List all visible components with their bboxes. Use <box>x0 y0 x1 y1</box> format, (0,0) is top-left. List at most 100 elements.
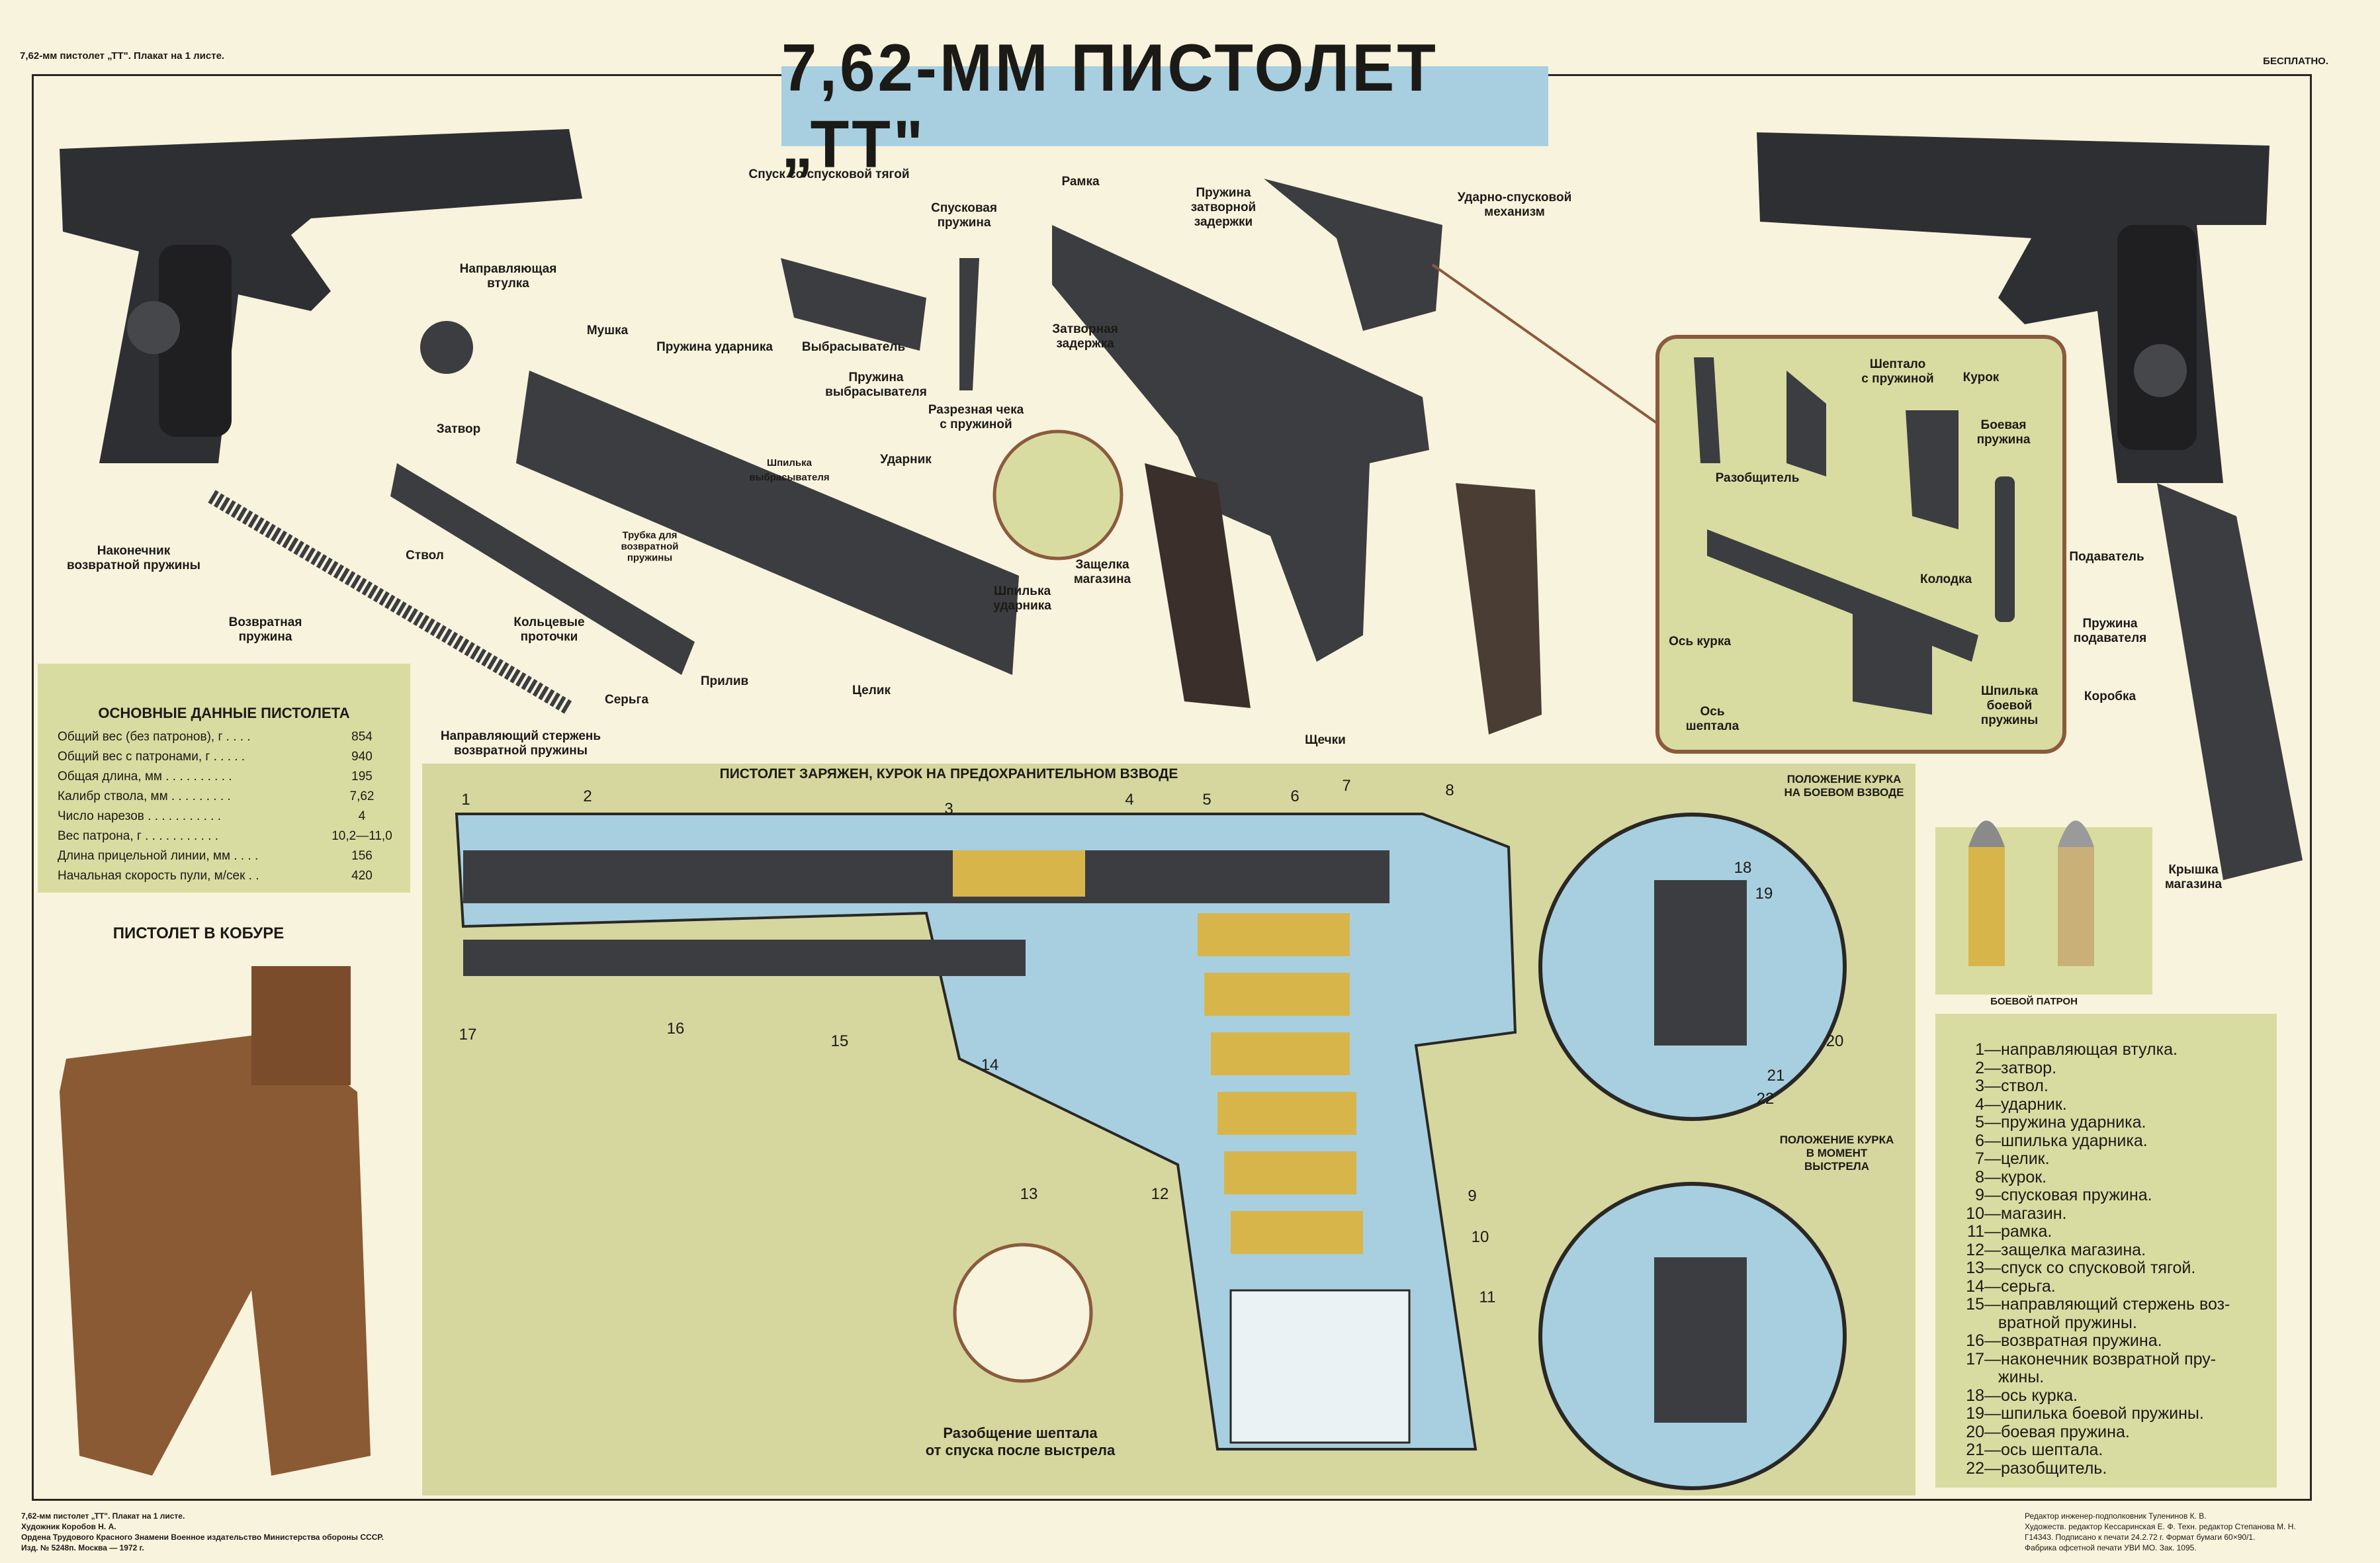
legend-text: жины. <box>1998 1368 2045 1386</box>
spec-label: Общий вес с патронами, г . . . . . <box>58 750 245 764</box>
legend-number: 7 <box>1975 1149 1984 1168</box>
legend-item: 12—защелка магазина. <box>1955 1240 2146 1259</box>
trigger <box>781 258 926 351</box>
legend-text: ось шептала. <box>2001 1441 2103 1459</box>
legend-text: возвратная пружина. <box>2001 1331 2162 1350</box>
callout-number: 3 <box>944 800 953 818</box>
legend-item: 9—спусковая пружина. <box>1955 1187 2152 1204</box>
legend-text: затвор. <box>2001 1058 2057 1077</box>
callout-number: 13 <box>1020 1185 1038 1203</box>
spec-label: Начальная скорость пули, м/сек . . <box>58 869 259 883</box>
legend-number: 3 <box>1975 1077 1984 1095</box>
label-os-sheptala: Ось шептала <box>1685 705 1740 733</box>
frame <box>1052 225 1429 662</box>
footer-left: 7,62-мм пистолет „ТТ". Плакат на 1 листе… <box>21 1511 384 1552</box>
label-nakonechnik: Наконечник возвратной пружины <box>67 544 200 572</box>
legend-text: направляющая втулка. <box>2001 1040 2178 1059</box>
spec-value: 10,2—11,0 <box>331 829 392 843</box>
label-usm: Ударно-спусковой механизм <box>1457 191 1572 219</box>
label-shp-vybras: Шпилька выбрасывателя <box>749 457 830 483</box>
cartridges <box>953 850 1363 1254</box>
label-shchechki: Щечки <box>1305 733 1346 747</box>
spec-row: Калибр ствола, мм . . . . . . . . .7,62 <box>58 789 395 804</box>
legend-text: наконечник возвратной пру- <box>2001 1349 2217 1368</box>
legend-number: 13 <box>1966 1259 1984 1277</box>
label-boevaya: Боевая пружина <box>1976 418 2031 447</box>
callout-number: 17 <box>459 1026 477 1044</box>
spec-row: Вес патрона, г . . . . . . . . . . .10,2… <box>58 829 395 844</box>
legend-text: спусковая пружина. <box>2001 1186 2152 1204</box>
legend-text: направляющий стержень воз- <box>2001 1295 2230 1314</box>
label-spusk-pruzh: Спусковая пружина <box>931 201 997 230</box>
spec-row: Общий вес (без патронов), г . . . .854 <box>58 730 395 744</box>
inset-parts <box>1694 357 2303 880</box>
legend-item: 18—ось курка. <box>1955 1386 2078 1405</box>
cartridge-label: БОЕВОЙ ПАТРОН <box>1990 996 2078 1007</box>
legend-item: 14—серьга. <box>1955 1278 2056 1295</box>
legend-item: 22—разобщитель. <box>1955 1460 2107 1477</box>
legend-text: разобщитель. <box>2001 1458 2107 1478</box>
label-os-kurka: Ось курка <box>1669 635 1731 648</box>
legend-text: защелка магазина. <box>2001 1240 2146 1259</box>
label-trubka: Трубка для возвратной пружины <box>621 529 679 564</box>
legend-item: 16—возвратная пружина. <box>1955 1333 2162 1349</box>
legend-text: серьга. <box>2001 1276 2056 1296</box>
label-pruzh-podav: Пружина подавателя <box>2073 617 2147 645</box>
legend-item: 21—ось шептала. <box>1955 1442 2103 1458</box>
legend-number: 9 <box>1975 1186 1984 1204</box>
label-tselik: Целик <box>852 684 891 697</box>
legend-item: 11—рамка. <box>1955 1224 2052 1240</box>
legend-number: 20 <box>1966 1422 1984 1441</box>
label-sheptalo: Шептало с пружиной <box>1861 357 1934 386</box>
legend-item: 1—направляющая втулка. <box>1955 1042 2178 1058</box>
label-udarnik: Ударник <box>880 453 932 467</box>
spec-value: 4 <box>358 809 366 823</box>
legend-item: 6—шпилька ударника. <box>1955 1132 2148 1149</box>
legend-number: 15 <box>1966 1295 1984 1314</box>
callout-number: 1 <box>461 791 470 809</box>
legend-item: 8—курок. <box>1955 1169 2047 1186</box>
label-napr-vtulka: Направляющая втулка <box>459 262 557 290</box>
callout-number: 4 <box>1125 791 1134 809</box>
callout-number: 22 <box>1756 1090 1775 1108</box>
zoom-circle-pin <box>992 429 1124 560</box>
callout-number: 9 <box>1468 1187 1477 1205</box>
spec-row: Общий вес с патронами, г . . . . .940 <box>58 750 395 764</box>
spec-row: Начальная скорость пули, м/сек . .420 <box>58 869 395 883</box>
bushing <box>420 321 473 374</box>
callout-number: 19 <box>1755 885 1773 903</box>
label-vozvr-pruzh: Возвратная пружина <box>228 615 302 644</box>
specs-title: ОСНОВНЫЕ ДАННЫЕ ПИСТОЛЕТА <box>98 705 350 721</box>
holster-title: ПИСТОЛЕТ В КОБУРЕ <box>112 924 285 942</box>
fired-title: ПОЛОЖЕНИЕ КУРКА В МОМЕНТ ВЫСТРЕЛА <box>1779 1134 1894 1173</box>
label-vybrasyvatel: Выбрасыватель <box>801 340 906 354</box>
slide <box>516 371 1019 675</box>
legend-item: 5—пружина ударника. <box>1955 1114 2146 1131</box>
legend-item: 13—спуск со спусковой тягой. <box>1955 1260 2195 1276</box>
legend-item: 19—шпилька боевой пружины. <box>1955 1406 2204 1422</box>
label-korobka: Коробка <box>2084 690 2137 703</box>
callout-number: 15 <box>830 1032 849 1050</box>
label-koltsevye: Кольцевые проточки <box>513 615 585 644</box>
trigger-spring <box>959 258 979 390</box>
cartridge-icon <box>1968 847 2005 966</box>
recoil-spring <box>208 490 573 715</box>
legend-number: 2 <box>1975 1058 1984 1077</box>
pistol-right-side-view <box>1757 132 2270 483</box>
legend-panel: 1—направляющая втулка.2—затвор.3—ствол.4… <box>1935 1014 2277 1488</box>
legend-number: 11 <box>1967 1222 1984 1241</box>
grip-right <box>1456 483 1542 735</box>
label-kurok: Курок <box>1962 371 2000 384</box>
legend-item: вратной пружины. <box>1955 1313 2137 1332</box>
spec-label: Число нарезов . . . . . . . . . . . <box>58 809 221 823</box>
legend-number: 19 <box>1966 1404 1984 1423</box>
footer-right: Редактор инженер-подполковник Туленинов … <box>2025 1511 2296 1552</box>
legend-number: 5 <box>1975 1113 1984 1132</box>
legend-number: 10 <box>1966 1204 1984 1223</box>
spec-row: Число нарезов . . . . . . . . . . . 4 <box>58 809 395 824</box>
legend-text: вратной пружины. <box>1998 1313 2137 1332</box>
legend-number: 18 <box>1966 1386 1984 1405</box>
legend-number: 17 <box>1966 1349 1984 1368</box>
spec-value: 195 <box>351 770 373 783</box>
